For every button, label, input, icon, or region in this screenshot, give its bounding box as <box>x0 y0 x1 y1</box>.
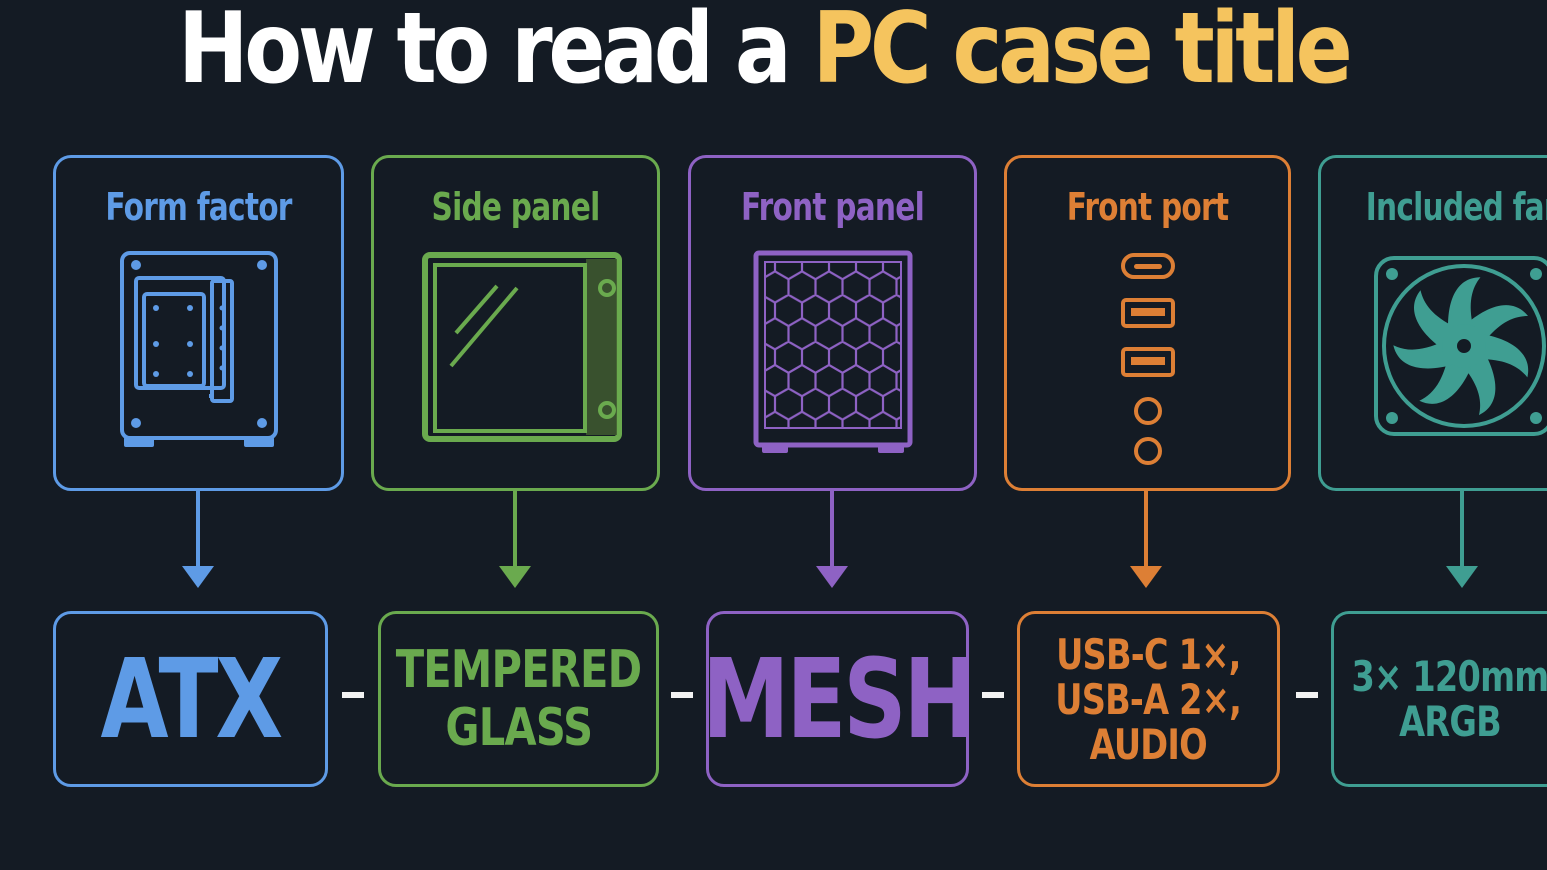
card-included-fan: Included fan <box>1318 155 1547 491</box>
value-side-panel-line-2: GLASS <box>445 698 593 758</box>
value-box-side-panel: TEMPERED GLASS <box>378 611 659 787</box>
value-front-panel: MESH <box>706 635 969 763</box>
value-included-fan-line-2: ARGB <box>1399 697 1502 746</box>
card-form-factor: Form factor <box>53 155 344 491</box>
card-label-included-fan: Included fan <box>1365 185 1547 229</box>
separator-3 <box>982 692 1004 698</box>
value-box-form-factor: ATX <box>53 611 328 787</box>
card-side-panel: Side panel <box>371 155 660 491</box>
mesh-panel-icon <box>753 250 912 453</box>
glass-panel-icon <box>421 252 622 442</box>
card-label-side-panel: Side panel <box>431 185 601 229</box>
value-front-port-line-3: AUDIO <box>1089 719 1208 769</box>
arrow-front-panel <box>816 488 848 588</box>
page-title: How to read a PC case title <box>178 0 1355 108</box>
card-front-panel: Front panel <box>688 155 977 491</box>
card-label-form-factor: Form factor <box>105 185 292 229</box>
card-label-front-port: Front port <box>1066 185 1229 229</box>
card-label-front-panel: Front panel <box>741 185 925 229</box>
value-front-port-line-1: USB-C 1×, <box>1056 629 1241 679</box>
separator-4 <box>1296 692 1318 698</box>
value-box-front-panel: MESH <box>706 611 969 787</box>
case-icon <box>119 251 278 447</box>
value-front-port-line-2: USB-A 2×, <box>1055 674 1243 724</box>
ports-icon <box>1120 253 1175 465</box>
value-box-included-fan: 3× 120mm ARGB <box>1331 611 1547 787</box>
value-box-front-port: USB-C 1×, USB-A 2×, AUDIO <box>1017 611 1280 787</box>
value-side-panel-line-1: TEMPERED <box>395 640 642 700</box>
arrow-form-factor <box>182 488 214 588</box>
fan-icon <box>1374 256 1547 436</box>
arrow-side-panel <box>499 488 531 588</box>
arrow-front-port <box>1130 488 1162 588</box>
separator-2 <box>671 692 693 698</box>
value-form-factor: ATX <box>100 635 284 763</box>
title-prefix: How to read a <box>178 0 813 106</box>
title-highlight: PC case title <box>812 0 1352 106</box>
card-front-port: Front port <box>1004 155 1291 491</box>
arrow-included-fan <box>1446 488 1478 588</box>
value-included-fan-line-1: 3× 120mm <box>1351 652 1547 701</box>
separator-1 <box>342 692 364 698</box>
